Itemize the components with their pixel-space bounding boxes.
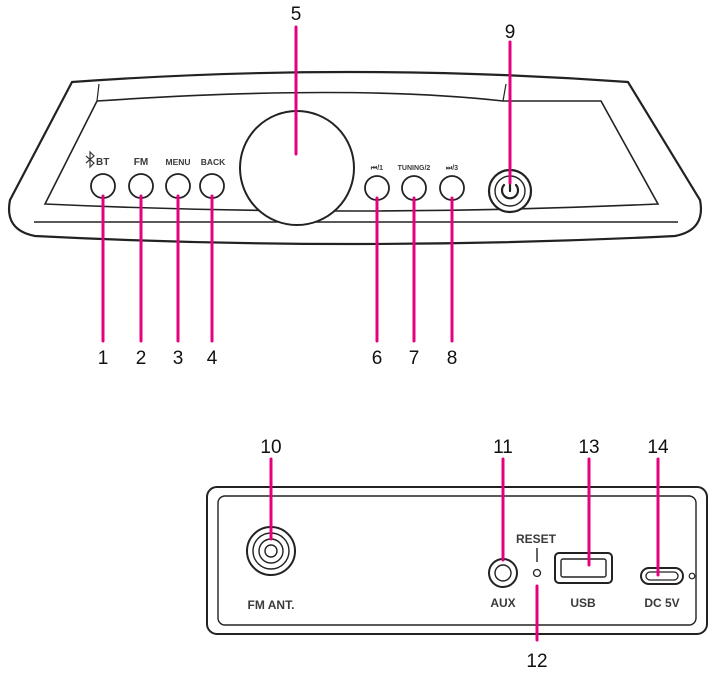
usb-port[interactable] <box>554 552 613 584</box>
menu-button[interactable] <box>165 173 191 199</box>
usb-label: USB <box>570 596 596 610</box>
callout-12: 12 <box>526 651 547 672</box>
callout-1: 1 <box>98 348 109 369</box>
callout-7: 7 <box>409 348 420 369</box>
callout-6: 6 <box>372 348 383 369</box>
callout-9: 9 <box>505 22 516 43</box>
rear-panel-inner <box>217 495 697 626</box>
bluetooth-icon <box>85 150 95 169</box>
menu-label: MENU <box>165 157 190 167</box>
top-panel: BT FM MENU BACK ⏮/1 TUNING/2 ⏭/3 5 9 1 2… <box>7 4 703 369</box>
callout-5: 5 <box>291 4 302 25</box>
prev-label: ⏮/1 <box>371 165 383 172</box>
top-panel-corner-line <box>502 83 507 102</box>
next-label: ⏭/3 <box>446 165 458 172</box>
back-label: BACK <box>201 157 226 167</box>
fm-ant-label: FM ANT. <box>248 598 295 612</box>
callout-14: 14 <box>647 437 669 458</box>
bt-button[interactable] <box>90 173 116 199</box>
rear-panel: FM ANT. AUX RESET USB DC 5V 10 <box>206 437 708 672</box>
back-button[interactable] <box>199 173 225 199</box>
top-panel-corner-line <box>96 83 100 102</box>
callout-2: 2 <box>136 348 147 369</box>
top-panel-outer-outline <box>7 70 703 246</box>
bt-label: BT <box>96 157 109 168</box>
dc-indicator-led <box>688 572 696 580</box>
tuning-label: TUNING/2 <box>398 165 431 172</box>
callout-13: 13 <box>578 437 599 458</box>
callout-10: 10 <box>260 437 281 458</box>
rear-panel-outer <box>206 486 708 635</box>
aux-label: AUX <box>490 596 515 610</box>
next-button[interactable] <box>439 175 465 201</box>
dc-label: DC 5V <box>644 596 679 610</box>
callout-8: 8 <box>447 348 458 369</box>
prev-button[interactable] <box>364 175 390 201</box>
callout-3: 3 <box>173 348 184 369</box>
callout-11: 11 <box>493 437 513 458</box>
tuning-button[interactable] <box>401 175 427 201</box>
power-button[interactable] <box>487 168 533 214</box>
fm-button[interactable] <box>128 173 154 199</box>
dc-port[interactable] <box>640 567 684 585</box>
fm-label: FM <box>134 157 148 168</box>
aux-jack[interactable] <box>488 558 518 588</box>
reset-label: RESET <box>516 532 557 546</box>
callout-4: 4 <box>207 348 218 369</box>
reset-pinhole[interactable] <box>532 568 542 578</box>
